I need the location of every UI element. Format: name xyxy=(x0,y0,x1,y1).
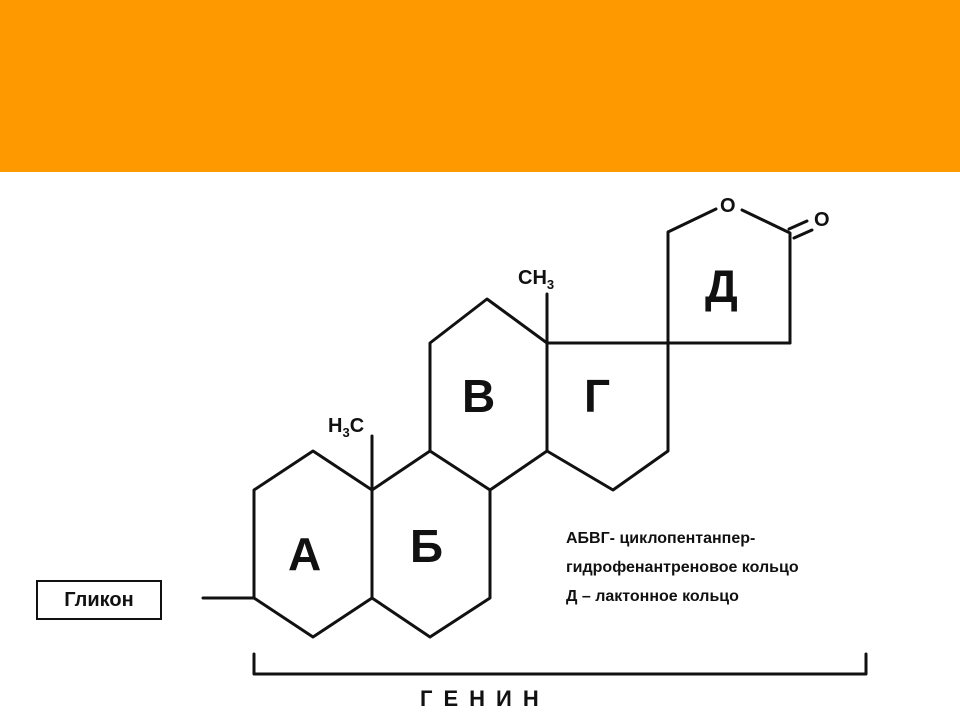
ring-d xyxy=(666,207,792,345)
ring-label-b: Б xyxy=(410,520,443,572)
methyl-label-vg: CH3 xyxy=(518,267,554,292)
ring-label-g: Г xyxy=(584,370,610,422)
carbonyl-bond xyxy=(787,219,814,240)
ring-g xyxy=(545,341,670,492)
ring-label-d: Д xyxy=(705,260,738,312)
ring-v xyxy=(428,297,549,492)
legend-line-3: Д – лактонное кольцо xyxy=(566,588,739,605)
genin-label: ГЕНИН xyxy=(420,686,550,711)
ring-b xyxy=(370,449,492,639)
ring-label-a: А xyxy=(288,528,321,580)
legend: АБВГ- циклопентанпер- гидрофенантреновое… xyxy=(566,524,956,611)
genin-bracket xyxy=(252,652,868,676)
glykon-label-box: Гликон xyxy=(36,580,162,620)
ring-a xyxy=(252,449,374,639)
glykon-label: Гликон xyxy=(64,588,134,611)
methyl-label-ab: H3C xyxy=(328,415,364,440)
ring-label-v: В xyxy=(462,370,495,422)
legend-line-2: гидрофенантреновое кольцо xyxy=(566,559,799,576)
carbonyl-oxygen-label: O xyxy=(814,209,830,231)
ring-oxygen-label: O xyxy=(720,195,736,217)
header-banner xyxy=(0,0,960,172)
legend-line-1: АБВГ- циклопентанпер- xyxy=(566,530,756,547)
